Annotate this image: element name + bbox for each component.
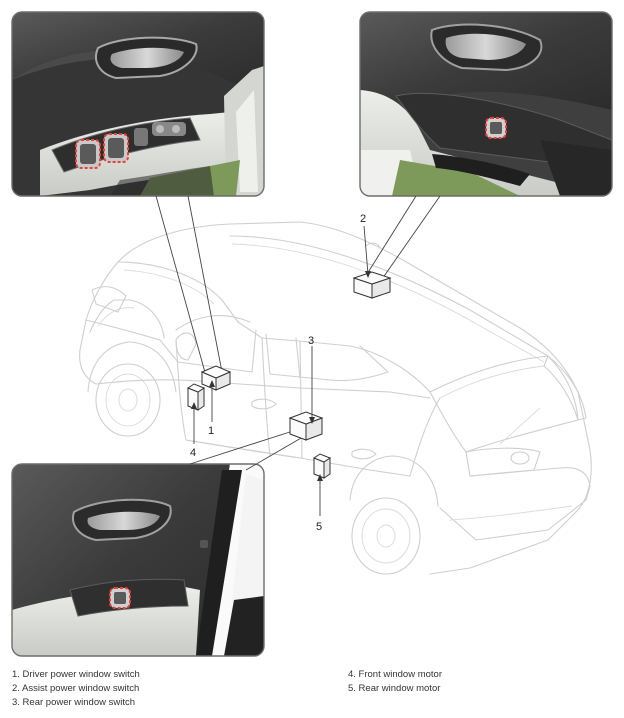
- rear-switch-highlight: [109, 587, 131, 609]
- legend-item-driver-switch: 1. Driver power window switch: [12, 669, 140, 680]
- front-window-motor: [186, 383, 206, 411]
- assist-power-window-switch: [352, 271, 392, 299]
- legend-item-rear-switch: 3. Rear power window switch: [12, 697, 136, 708]
- detail-panel-rear-door: [11, 463, 265, 657]
- legend-column-left: 1. Driver power window switch 2. Assist …: [12, 668, 140, 710]
- callout-1: 1: [208, 425, 214, 437]
- rear-power-window-switch: [288, 411, 324, 441]
- legend-item-rear-motor: 5. Rear window motor: [348, 683, 441, 694]
- driver-power-window-switch: [200, 365, 232, 391]
- callout-2: 2: [360, 213, 366, 225]
- rear-window-motor: [312, 453, 332, 479]
- legend-item-front-motor: 4. Front window motor: [348, 669, 442, 680]
- panel-leaders: [155, 195, 441, 471]
- legend-column-right: 4. Front window motor 5. Rear window mot…: [348, 668, 442, 696]
- callout-5: 5: [316, 521, 322, 533]
- callout-4: 4: [190, 447, 196, 459]
- legend-item-assist-switch: 2. Assist power window switch: [12, 683, 140, 694]
- car-outline: [79, 221, 592, 575]
- detail-panel-driver-door: [11, 11, 265, 197]
- detail-panel-assist-door: [359, 11, 613, 197]
- callout-leaders: [191, 225, 371, 516]
- driver-switch-highlight: [75, 133, 129, 169]
- assist-switch-highlight: [485, 117, 507, 139]
- callout-3: 3: [308, 335, 314, 347]
